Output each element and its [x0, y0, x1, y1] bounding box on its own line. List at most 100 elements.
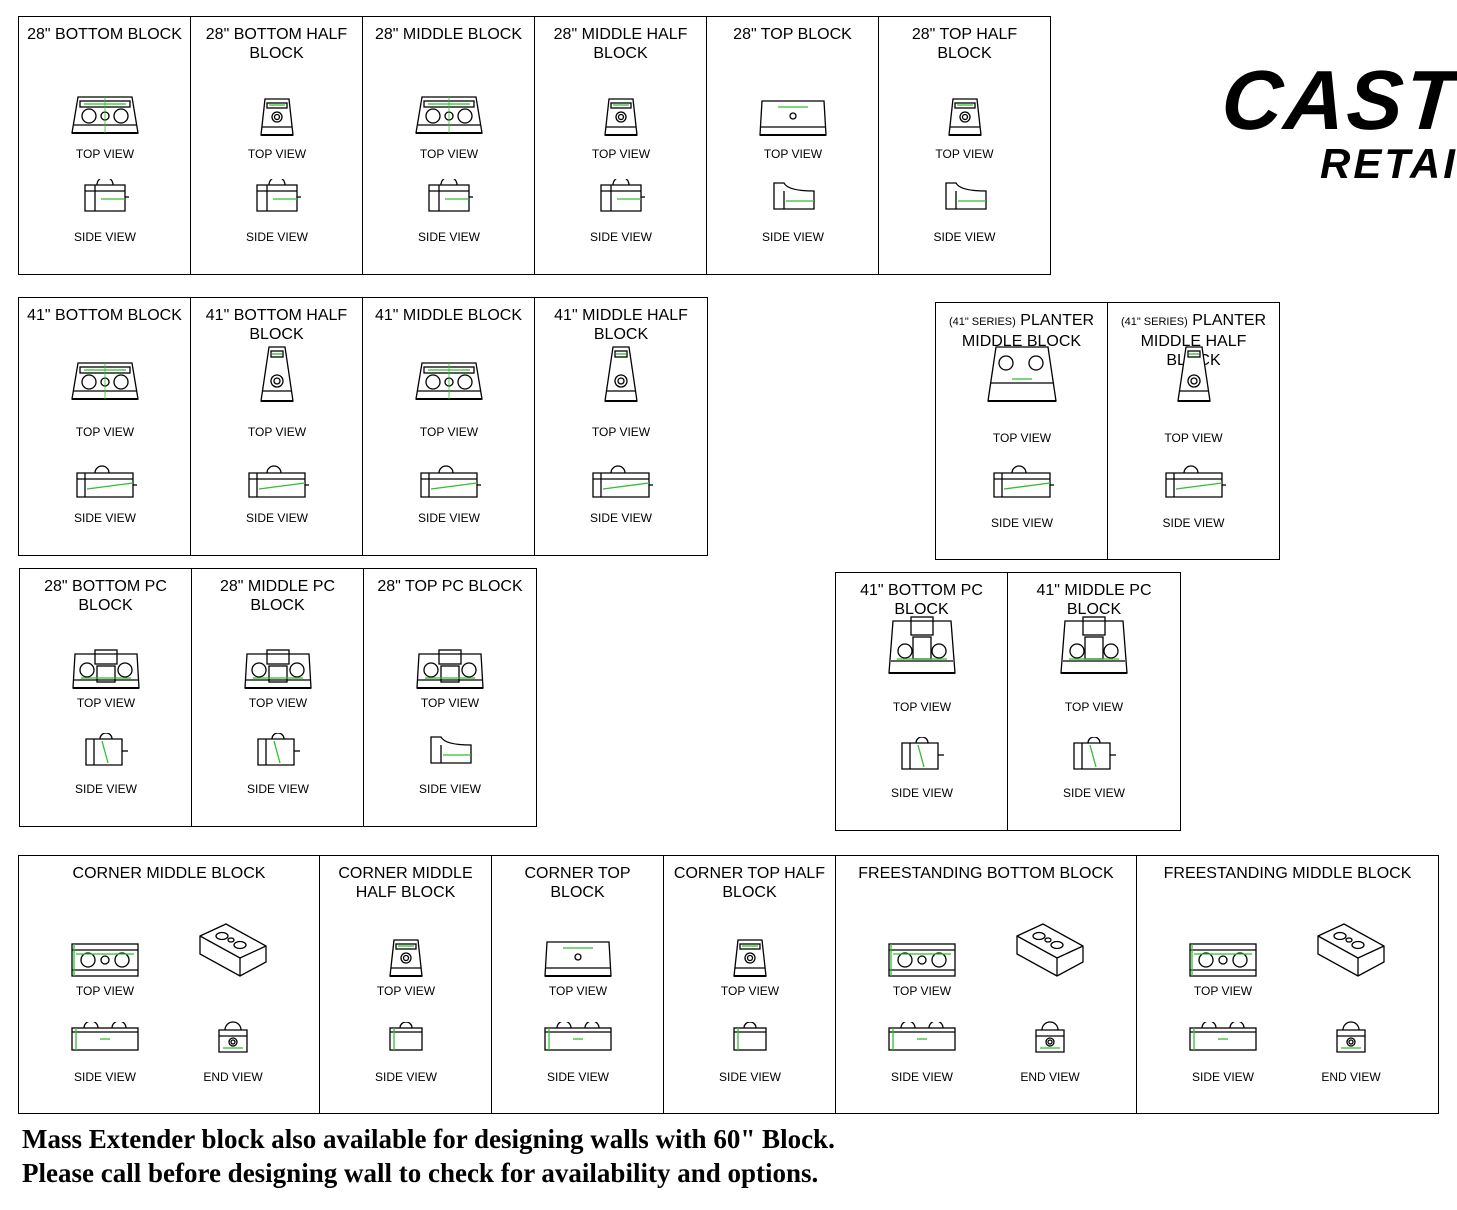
top-view-drawing: [415, 96, 483, 134]
top-view-label: TOP VIEW: [76, 696, 136, 710]
block-title: 28" TOP BLOCK: [707, 25, 878, 44]
top-view-label: TOP VIEW: [992, 431, 1052, 445]
end-view-drawing: [1035, 1021, 1065, 1053]
side-view-drawing: [84, 179, 129, 212]
side-view-label: SIDE VIEW: [890, 786, 953, 800]
block-title: FREESTANDING BOTTOM BLOCK: [836, 864, 1136, 883]
end-view-drawing: [1336, 1021, 1366, 1053]
top-view-drawing: [544, 941, 612, 977]
side-view-drawing: [76, 465, 137, 498]
side-view-drawing: [773, 182, 815, 210]
side-view-label: SIDE VIEW: [589, 230, 652, 244]
side-view-label: SIDE VIEW: [933, 230, 996, 244]
block-title: 41" MIDDLE BLOCK: [363, 306, 534, 325]
block-title-series: (41" SERIES): [1120, 316, 1188, 328]
top-view-label: TOP VIEW: [591, 147, 651, 161]
side-view-drawing: [256, 179, 301, 212]
top-view-drawing: [389, 939, 423, 977]
block-cell: 28" TOP BLOCK TOP VIEW SIDE VIEW: [707, 17, 879, 274]
top-view-label: TOP VIEW: [892, 984, 952, 998]
top-view-drawing: [1060, 616, 1128, 674]
block-title-text: CORNER MIDDLE HALF BLOCK: [338, 865, 473, 901]
side-view-label: SIDE VIEW: [417, 230, 480, 244]
top-view-drawing: [1176, 346, 1211, 402]
block-title: CORNER TOP BLOCK: [492, 864, 663, 902]
top-view-drawing: [71, 943, 139, 977]
top-view-drawing: [260, 346, 294, 402]
top-view-drawing: [604, 98, 638, 136]
side-view-label: SIDE VIEW: [718, 1070, 781, 1084]
side-view-label: SIDE VIEW: [589, 511, 652, 525]
side-view-drawing: [430, 736, 472, 764]
block-title: CORNER MIDDLE HALF BLOCK: [320, 864, 491, 902]
block-title-text: 28" TOP HALF BLOCK: [911, 26, 1018, 62]
block-title: 28" BOTTOM PC BLOCK: [20, 577, 191, 615]
block-title-text: 41" BOTTOM BLOCK: [27, 307, 182, 324]
side-view-label: SIDE VIEW: [417, 511, 480, 525]
block-title: CORNER TOP HALF BLOCK: [664, 864, 835, 902]
block-title-text: 28" BOTTOM PC BLOCK: [44, 578, 167, 614]
isometric-view-drawing: [1016, 923, 1084, 977]
block-title-text: 41" BOTTOM HALF BLOCK: [205, 307, 348, 343]
block-title-text: 28" BOTTOM BLOCK: [27, 26, 182, 43]
side-view-label: SIDE VIEW: [73, 1070, 136, 1084]
side-view-drawing: [389, 1022, 423, 1051]
row-planter-blocks: (41" SERIES) PLANTER MIDDLE BLOCK TOP VIE…: [935, 302, 1280, 560]
block-title: (41" SERIES) PLANTER MIDDLE BLOCK: [936, 311, 1107, 351]
block-title: 28" TOP PC BLOCK: [364, 577, 536, 596]
side-view-label: SIDE VIEW: [546, 1070, 609, 1084]
block-title: 28" MIDDLE PC BLOCK: [192, 577, 363, 615]
block-title-text: 41" MIDDLE HALF BLOCK: [554, 307, 688, 343]
block-title-text: FREESTANDING BOTTOM BLOCK: [858, 865, 1114, 882]
top-view-drawing: [987, 346, 1057, 402]
row-28-inch-blocks: 28" BOTTOM BLOCK TOP VIEW SIDE VIEW 28" BOT…: [18, 16, 1051, 275]
top-view-label: TOP VIEW: [75, 984, 135, 998]
block-title-text: PLANTER MIDDLE BLOCK: [961, 312, 1095, 350]
side-view-drawing: [428, 179, 473, 212]
side-view-drawing: [888, 1022, 956, 1051]
top-view-drawing: [733, 939, 767, 977]
top-view-label: TOP VIEW: [935, 147, 994, 161]
side-view-drawing: [592, 465, 653, 498]
side-view-drawing: [1189, 1022, 1257, 1051]
side-view-drawing: [85, 733, 128, 766]
block-cell: (41" SERIES) PLANTER MIDDLE BLOCK TOP VIE…: [936, 303, 1108, 559]
top-view-label: TOP VIEW: [420, 696, 480, 710]
block-title-text: 41" MIDDLE PC BLOCK: [1036, 582, 1152, 618]
side-view-label: SIDE VIEW: [761, 230, 824, 244]
side-view-label: SIDE VIEW: [1191, 1070, 1254, 1084]
end-view-label: END VIEW: [1321, 1070, 1381, 1084]
block-title: 41" BOTTOM BLOCK: [19, 306, 190, 325]
top-view-label: TOP VIEW: [763, 147, 823, 161]
side-view-label: SIDE VIEW: [245, 511, 308, 525]
block-title: 28" BOTTOM HALF BLOCK: [191, 25, 362, 63]
brand-logo-line1: CASTLE: [1218, 53, 1457, 147]
top-view-drawing: [72, 649, 140, 689]
top-view-drawing: [947, 98, 982, 136]
side-view-label: SIDE VIEW: [1062, 786, 1125, 800]
end-view-label: END VIEW: [203, 1070, 263, 1084]
side-view-drawing: [600, 179, 645, 212]
block-title-text: 28" MIDDLE BLOCK: [374, 26, 523, 43]
block-title: 41" BOTTOM PC BLOCK: [836, 581, 1007, 619]
brand-logo-line2: RETAI: [1320, 140, 1457, 187]
side-view-label: SIDE VIEW: [990, 516, 1053, 530]
block-title: 41" MIDDLE HALF BLOCK: [535, 306, 707, 344]
side-view-label: SIDE VIEW: [374, 1070, 437, 1084]
